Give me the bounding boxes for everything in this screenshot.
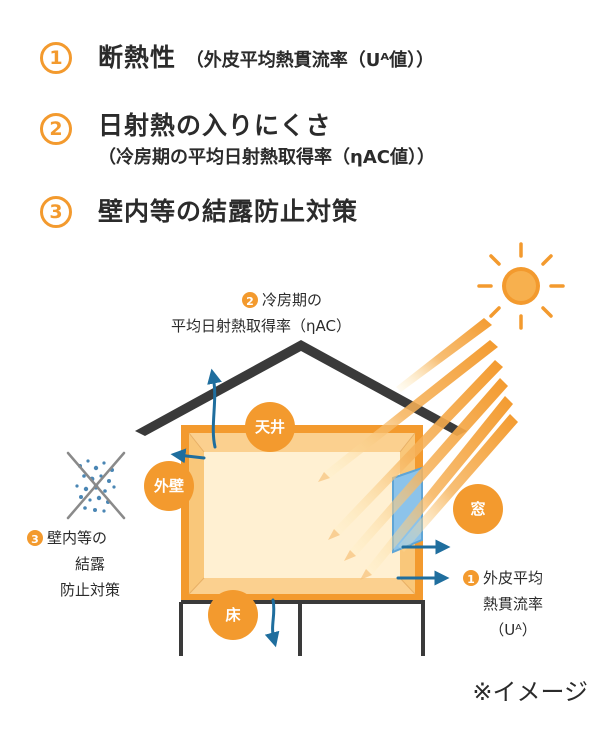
number-badge-1: 1 (40, 42, 72, 74)
label-condensation: 3 壁内等の 結露 防止対策 (27, 529, 120, 599)
house-walls (181, 425, 423, 602)
ceiling-badge: 天井 (245, 402, 295, 452)
foundation (179, 600, 425, 656)
svg-text:熱貫流率: 熱貫流率 (483, 595, 543, 613)
svg-text:外壁: 外壁 (153, 477, 184, 495)
svg-text:（Uᴬ）: （Uᴬ） (489, 621, 536, 639)
sun-ray-arrowheads (318, 472, 372, 580)
list-item-1: 1 断熱性 （外皮平均熱貫流率（Uᴬ値）） (40, 42, 434, 77)
svg-text:3: 3 (31, 533, 39, 546)
svg-text:冷房期の: 冷房期の (262, 291, 322, 309)
item-title-3: 壁内等の結露防止対策 (98, 197, 359, 226)
floor-badge: 床 (208, 590, 258, 640)
list-item-2: 2 日射熱の入りにくさ （冷房期の平均日射熱取得率（ηAC値）） (40, 110, 435, 172)
svg-text:平均日射熱取得率（ηAC）: 平均日射熱取得率（ηAC） (171, 317, 351, 335)
label-ua: 1 外皮平均 熱貫流率 （Uᴬ） (463, 569, 543, 639)
svg-text:外皮平均: 外皮平均 (483, 569, 543, 587)
heat-flow-arrows (170, 368, 451, 648)
label-cooling: 2 冷房期の 平均日射熱取得率（ηAC） (171, 291, 351, 335)
item-title-1: 断熱性 (98, 43, 177, 72)
number-badge-2: 2 (40, 113, 72, 145)
sun-icon (477, 242, 565, 330)
roof (135, 340, 467, 436)
outer-wall-badge: 外壁 (144, 461, 194, 511)
svg-text:2: 2 (246, 295, 254, 308)
window-badge: 窓 (453, 484, 503, 534)
item-title-2: 日射熱の入りにくさ (98, 111, 332, 140)
list-item-3: 3 壁内等の結露防止対策 (40, 196, 358, 228)
image-note: ※イメージ (472, 678, 588, 706)
svg-text:床: 床 (225, 606, 241, 624)
svg-text:結露: 結露 (75, 555, 105, 573)
sun-rays (324, 318, 518, 575)
number-badge-3: 3 (40, 196, 72, 228)
svg-text:窓: 窓 (470, 500, 485, 518)
svg-text:壁内等の: 壁内等の (47, 529, 107, 547)
svg-text:1: 1 (467, 573, 475, 586)
svg-text:防止対策: 防止対策 (60, 581, 120, 599)
item-sub-1: （外皮平均熱貫流率（Uᴬ値）） (185, 50, 435, 71)
svg-text:天井: 天井 (255, 418, 285, 436)
item-sub-2: （冷房期の平均日射熱取得率（ηAC値）） (98, 147, 435, 168)
condensation-icon (66, 451, 126, 520)
